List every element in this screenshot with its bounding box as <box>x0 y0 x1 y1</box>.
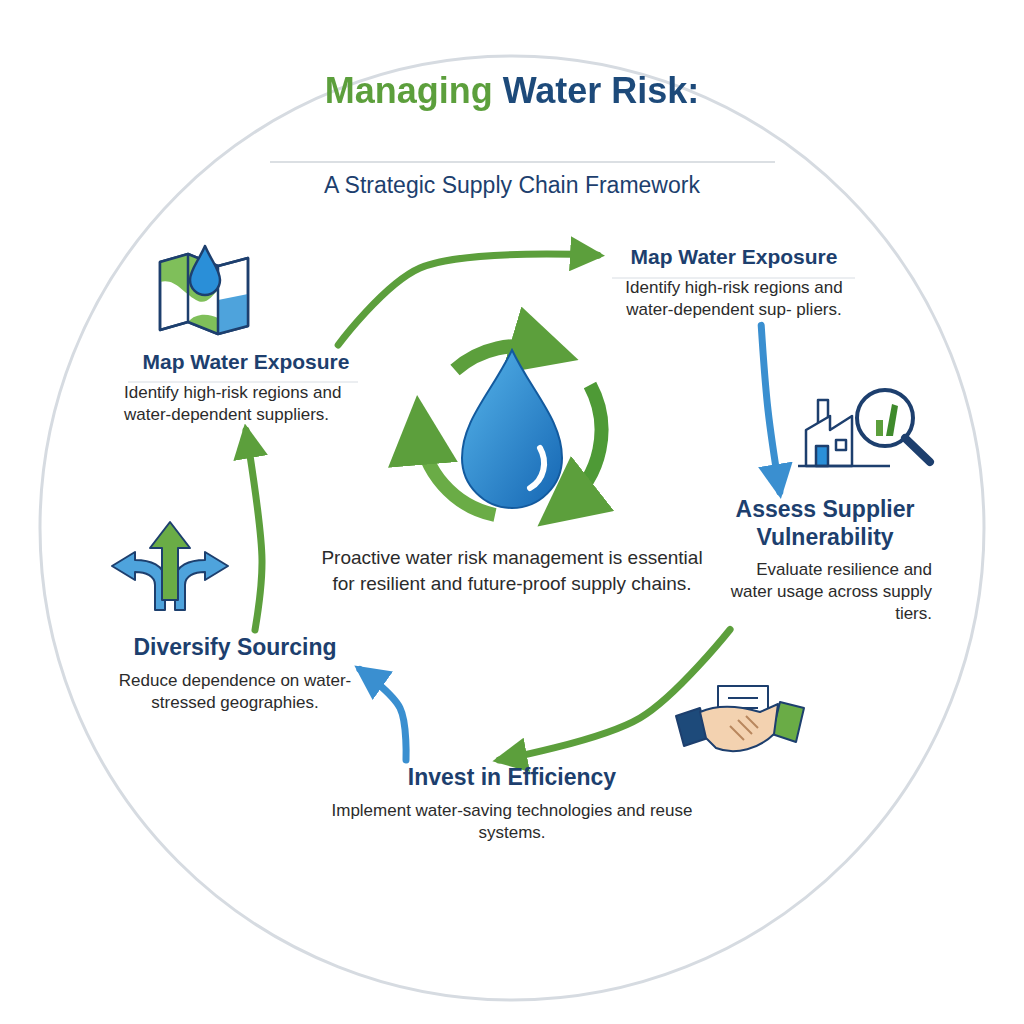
handshake-icon <box>676 686 804 751</box>
title-block: Managing Water Risk: <box>0 68 1024 113</box>
step-node: Diversify SourcingReduce dependence on w… <box>110 630 360 718</box>
cycle-arrow <box>360 670 406 760</box>
step-heading: Map Water Exposure <box>124 349 368 374</box>
title: Managing Water Risk: <box>325 68 700 113</box>
step-description: Evaluate resilience and water usage acro… <box>718 559 932 625</box>
diverge-icon <box>112 522 228 610</box>
heading-rule <box>128 382 358 383</box>
step-heading: Diversify Sourcing <box>116 634 354 662</box>
step-node: Assess Supplier VulnerabilityEvaluate re… <box>712 492 938 629</box>
step-node: Map Water ExposureIdentify high-risk reg… <box>118 345 374 430</box>
step-heading: Map Water Exposure <box>604 244 864 269</box>
step-description: Identify high-risk regions and water-dep… <box>124 382 368 426</box>
step-description: Implement water-saving technologies and … <box>306 800 718 844</box>
center-statement: Proactive water risk management is essen… <box>318 545 706 596</box>
subtitle: A Strategic Supply Chain Framework <box>160 170 864 201</box>
step-description: Identify high-risk regions and water-dep… <box>604 277 864 321</box>
factory-icon <box>798 390 930 466</box>
title-rule <box>270 161 775 163</box>
step-description: Reduce dependence on water-stressed geog… <box>116 670 354 714</box>
map-icon <box>160 246 248 334</box>
water-cycle-icon <box>420 346 601 515</box>
frame-circle <box>40 56 984 1000</box>
cycle-arrow <box>338 254 598 345</box>
step-node: Map Water ExposureIdentify high-risk reg… <box>598 240 870 325</box>
step-heading: Assess Supplier Vulnerability <box>718 496 932 551</box>
cycle-arrow <box>761 325 780 492</box>
cycle-arrow <box>499 629 730 760</box>
step-heading: Invest in Efficiency <box>306 764 718 792</box>
step-node: Invest in EfficiencyImplement water-savi… <box>300 760 724 848</box>
cycle-arrow <box>246 430 262 630</box>
